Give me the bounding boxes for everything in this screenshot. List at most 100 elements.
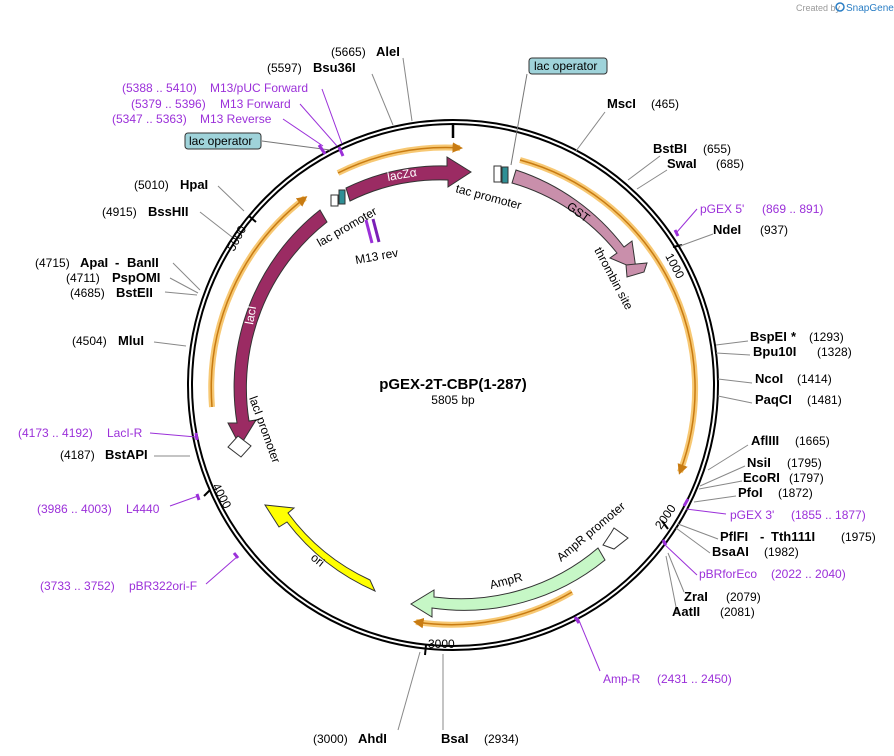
svg-text:(1975): (1975) xyxy=(841,530,876,544)
m13-rev-label: M13 rev xyxy=(354,246,399,267)
svg-text:NcoI: NcoI xyxy=(755,371,783,386)
svg-text:lac operator: lac operator xyxy=(189,134,252,148)
credit-brand: SnapGene xyxy=(846,3,894,14)
ampr-label: AmpR xyxy=(488,570,524,592)
site-swai[interactable]: SwaI (685) xyxy=(667,156,744,171)
svg-text:ZraI: ZraI xyxy=(684,589,708,604)
site-ecori[interactable]: EcoRI (1797) xyxy=(743,470,824,485)
primer-amp-r[interactable]: Amp-R (2431 .. 2450) xyxy=(603,672,732,686)
site-alei[interactable]: (5665) AleI xyxy=(331,44,400,59)
svg-text:BstAPI: BstAPI xyxy=(105,447,148,462)
lac-operator-top-box[interactable]: lac operator xyxy=(528,57,608,75)
site-aatii[interactable]: AatII (2081) xyxy=(672,604,755,619)
svg-text:lac operator: lac operator xyxy=(534,59,597,73)
svg-text:L4440: L4440 xyxy=(126,502,160,516)
svg-text:(2022 .. 2040): (2022 .. 2040) xyxy=(771,567,846,581)
ampr-promoter-arrow[interactable] xyxy=(602,527,629,550)
site-bsteii[interactable]: (4685) BstEII xyxy=(70,285,153,300)
primer-pbrforeco[interactable]: pBRforEco (2022 .. 2040) xyxy=(699,567,846,581)
svg-text:BsaI: BsaI xyxy=(441,731,468,746)
site-bstbi[interactable]: BstBI (655) xyxy=(653,141,731,156)
site-bstapi[interactable]: (4187) BstAPI xyxy=(60,447,148,462)
lac-operator-marker xyxy=(338,189,346,205)
laci-feature-arrow[interactable] xyxy=(227,209,328,448)
site-ahdi[interactable]: (3000) AhdI xyxy=(313,731,387,746)
svg-text:M13 Reverse: M13 Reverse xyxy=(200,112,272,126)
svg-text:(1872): (1872) xyxy=(778,486,813,500)
primer-laci-r[interactable]: (4173 .. 4192) LacI-R xyxy=(18,426,143,440)
primer-m13-puc-forward[interactable]: (5388 .. 5410) M13/pUC Forward xyxy=(122,81,308,95)
svg-text:(2934): (2934) xyxy=(484,732,519,746)
site-bsaai[interactable]: BsaAI (1982) xyxy=(712,544,799,559)
primer-leader-lines xyxy=(149,88,727,672)
site-zrai[interactable]: ZraI (2079) xyxy=(684,589,761,604)
site-apai-banii[interactable]: (4715) ApaI - BanII xyxy=(35,255,159,270)
tac-promoter-marker xyxy=(493,165,502,183)
svg-text:pGEX 3': pGEX 3' xyxy=(730,508,774,522)
svg-text:(1855 .. 1877): (1855 .. 1877) xyxy=(791,508,866,522)
site-bspei[interactable]: BspEI * (1293) xyxy=(750,329,844,344)
svg-text:BspEI: BspEI xyxy=(750,329,787,344)
lacza-feature-arrow[interactable] xyxy=(345,156,472,202)
site-mlui[interactable]: (4504) MluI xyxy=(72,333,144,348)
svg-text:BssHII: BssHII xyxy=(148,204,188,219)
svg-text:AatII: AatII xyxy=(672,604,700,619)
svg-text:MscI: MscI xyxy=(607,96,636,111)
lac-operator-left-box[interactable]: lac operator xyxy=(184,132,262,150)
primer-pgex3[interactable]: pGEX 3' (1855 .. 1877) xyxy=(730,508,866,522)
svg-text:(1481): (1481) xyxy=(807,393,842,407)
site-hpai[interactable]: (5010) HpaI xyxy=(134,177,208,192)
svg-text:(937): (937) xyxy=(760,223,788,237)
primer-m13-reverse[interactable]: (5347 .. 5363) M13 Reverse xyxy=(112,112,272,126)
site-ndei[interactable]: NdeI (937) xyxy=(713,222,788,237)
primer-l4440[interactable]: (3986 .. 4003) L4440 xyxy=(37,502,160,516)
svg-text:Tth111I: Tth111I xyxy=(771,529,815,544)
svg-text:(1328): (1328) xyxy=(817,345,852,359)
svg-text:BstEII: BstEII xyxy=(116,285,153,300)
svg-text:(5379 .. 5396): (5379 .. 5396) xyxy=(131,97,206,111)
credit-prefix: Created by xyxy=(796,3,841,13)
svg-text:(685): (685) xyxy=(716,157,744,171)
svg-text:(4187): (4187) xyxy=(60,448,95,462)
svg-text:(1795): (1795) xyxy=(787,456,822,470)
site-ncoi[interactable]: NcoI (1414) xyxy=(755,371,832,386)
ori-feature-arrow[interactable] xyxy=(264,504,376,592)
svg-text:3000: 3000 xyxy=(428,637,455,651)
site-pfoi[interactable]: PfoI (1872) xyxy=(738,485,813,500)
svg-text:Amp-R: Amp-R xyxy=(603,672,641,686)
site-bsai[interactable]: BsaI (2934) xyxy=(441,731,519,746)
svg-text:(5597): (5597) xyxy=(267,61,302,75)
primer-pgex5[interactable]: pGEX 5' (869 .. 891) xyxy=(700,202,823,216)
svg-text:(1982): (1982) xyxy=(764,545,799,559)
svg-text:MluI: MluI xyxy=(118,333,144,348)
svg-text:PaqCI: PaqCI xyxy=(755,392,792,407)
primer-pbr322ori-f[interactable]: (3733 .. 3752) pBR322ori-F xyxy=(40,579,197,593)
svg-text:pGEX 5': pGEX 5' xyxy=(700,202,744,216)
svg-text:BanII: BanII xyxy=(127,255,159,270)
site-pspomi[interactable]: (4711) PspOMI xyxy=(66,270,160,285)
svg-text:(4685): (4685) xyxy=(70,286,105,300)
thrombin-site-arrow[interactable] xyxy=(625,262,648,278)
site-msci[interactable]: MscI (465) xyxy=(607,96,679,111)
svg-text:*: * xyxy=(791,329,797,344)
laci-promoter-arrow[interactable] xyxy=(227,435,252,458)
site-bsshii[interactable]: (4915) BssHII xyxy=(102,204,188,219)
primer-m13-forward[interactable]: (5379 .. 5396) M13 Forward xyxy=(131,97,291,111)
site-bsu36i[interactable]: (5597) Bsu36I xyxy=(267,60,356,75)
gst-feature-arrow[interactable] xyxy=(511,169,637,270)
site-paqci[interactable]: PaqCI (1481) xyxy=(755,392,842,407)
lac-promoter-label: lac promoter xyxy=(315,204,380,249)
svg-text:-: - xyxy=(760,529,764,544)
site-pflfi-tth111i[interactable]: PflFI - Tth111I (1975) xyxy=(720,529,876,544)
site-bpu10i[interactable]: Bpu10I (1328) xyxy=(753,344,852,359)
svg-text:(4173 .. 4192): (4173 .. 4192) xyxy=(18,426,93,440)
site-aflii[interactable]: AflIII (1665) xyxy=(751,433,830,448)
m13-rev-arrow xyxy=(364,218,381,244)
svg-text:LacI-R: LacI-R xyxy=(107,426,143,440)
svg-text:(4711): (4711) xyxy=(66,271,100,285)
svg-text:PflFI: PflFI xyxy=(720,529,748,544)
tick-2000: 2000 xyxy=(652,502,679,532)
site-nsii[interactable]: NsiI (1795) xyxy=(747,455,822,470)
ampr-feature-arrow[interactable] xyxy=(410,547,606,618)
